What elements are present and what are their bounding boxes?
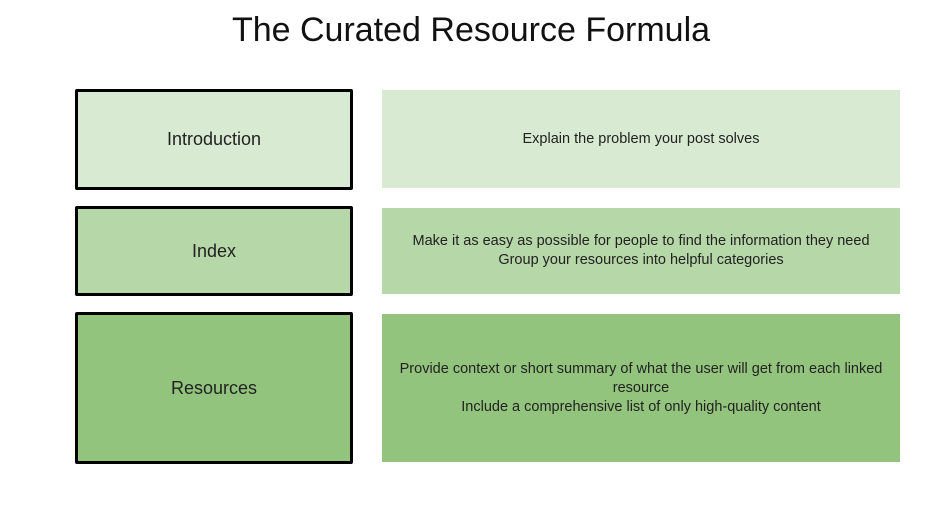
introduction-label: Introduction (166, 129, 262, 149)
introduction-box: Introduction (75, 89, 353, 190)
resources-description-line-2: Include a comprehensive list of only hig… (461, 398, 821, 415)
introduction-description-box: Explain the problem your post solves (382, 90, 900, 188)
index-label: Index (191, 240, 237, 261)
diagram-title: The Curated Resource Formula (231, 11, 711, 49)
resources-box: Resources (75, 312, 353, 464)
resources-description-box: Provide context or short summary of what… (382, 314, 900, 462)
index-description-box: Make it as easy as possible for people t… (382, 208, 900, 294)
introduction-description-line-1: Explain the problem your post solves (522, 130, 760, 147)
index-box: Index (75, 206, 353, 296)
index-description-line-2: Group your resources into helpful catego… (498, 252, 784, 268)
resources-description-line-1: Provide context or short summary of what… (399, 360, 883, 396)
resources-label: Resources (170, 377, 258, 398)
index-description-line-1: Make it as easy as possible for people t… (412, 233, 870, 249)
